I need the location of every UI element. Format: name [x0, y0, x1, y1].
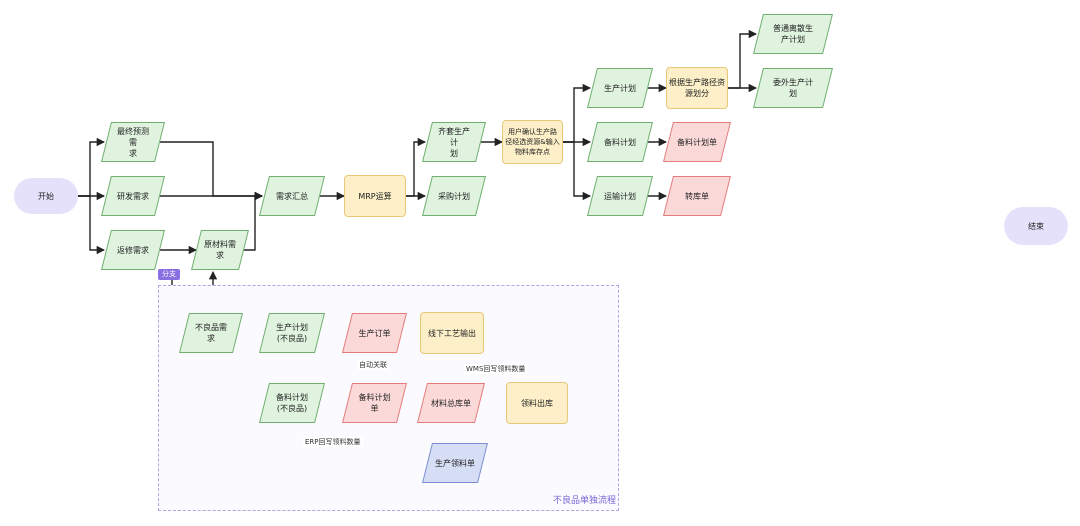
- edge-raw-summary: [244, 191, 264, 251]
- start-node[interactable]: 开始: [14, 178, 78, 214]
- edge-confirm-prod: [563, 83, 592, 143]
- demand-summary-label: 需求汇总: [276, 191, 308, 201]
- general-discrete-plan-node[interactable]: 普通离散生 产计划: [753, 14, 833, 54]
- end-label: 结束: [1028, 221, 1044, 231]
- mrp-label: MRP运算: [358, 191, 392, 201]
- material-plan-doc-node[interactable]: 备料计划单: [663, 122, 731, 162]
- offline-process-label: 线下工艺输出: [428, 328, 476, 338]
- outsourced-plan-node[interactable]: 委外生产计 划: [753, 68, 833, 108]
- defect-material-plan-node[interactable]: 备料计划 (不良品): [259, 383, 325, 423]
- split-by-path-node[interactable]: 根据生产路径资 源划分: [666, 67, 728, 109]
- defect-production-plan-label: 生产计划 (不良品): [276, 323, 308, 343]
- raw-material-demand-label: 原材料需求: [204, 240, 236, 260]
- transport-plan-node[interactable]: 运输计划: [587, 176, 653, 216]
- general-discrete-plan-label: 普通离散生 产计划: [773, 24, 813, 44]
- auto-link-label: 自动关联: [357, 360, 389, 370]
- defect-material-plan-label: 备料计划 (不良品): [276, 393, 308, 413]
- defect-production-plan-node[interactable]: 生产计划 (不良品): [259, 313, 325, 353]
- material-plan-doc-2-node[interactable]: 备料计划单: [342, 383, 407, 423]
- mrp-node[interactable]: MRP运算: [344, 175, 406, 217]
- repair-demand-label: 返修需求: [117, 245, 149, 255]
- purchase-plan-node[interactable]: 采购计划: [422, 176, 486, 216]
- purchase-plan-label: 采购计划: [438, 191, 470, 201]
- group-title: 不良品单独流程: [552, 496, 616, 506]
- final-forecast-label: 最终预测需 求: [117, 126, 149, 158]
- repair-demand-node[interactable]: 返修需求: [101, 230, 165, 270]
- transfer-doc-label: 转库单: [685, 191, 709, 201]
- edge-start-repair: [78, 195, 106, 255]
- production-plan-complete-label: 齐套生产计 划: [438, 126, 470, 158]
- production-order-label: 生产订单: [358, 328, 391, 338]
- offline-process-node[interactable]: 线下工艺输出: [420, 312, 484, 354]
- material-plan-doc-label: 备料计划单: [677, 137, 717, 147]
- production-pick-doc-label: 生产领料单: [435, 458, 475, 468]
- split-by-path-label: 根据生产路径资 源划分: [669, 78, 725, 98]
- confirm-path-node[interactable]: 用户确认生产路 径经选资源&输入 物料库存点: [502, 120, 563, 164]
- group-tag: 分支: [158, 269, 180, 280]
- edge-start-forecast: [78, 137, 106, 197]
- start-label: 开始: [38, 191, 54, 201]
- raw-material-demand-node[interactable]: 原材料需求: [191, 230, 249, 270]
- production-pick-doc-node[interactable]: 生产领料单: [422, 443, 488, 483]
- transfer-doc-node[interactable]: 转库单: [663, 176, 731, 216]
- rd-demand-label: 研发需求: [117, 191, 149, 201]
- material-plan-doc-2-label: 备料计划单: [358, 393, 391, 413]
- erp-return-label: ERP回写领料数量: [303, 437, 363, 447]
- material-transfer-doc-label: 材料总库单: [431, 398, 471, 408]
- production-plan-label: 生产计划: [604, 83, 636, 93]
- final-forecast-node[interactable]: 最终预测需 求: [101, 122, 165, 162]
- rd-demand-node[interactable]: 研发需求: [101, 176, 165, 216]
- material-issue-label: 领料出库: [521, 398, 553, 408]
- production-order-node[interactable]: 生产订单: [342, 313, 407, 353]
- edge-split-general: [728, 29, 758, 89]
- defect-demand-label: 不良品需求: [195, 323, 227, 343]
- edge-forecast-summary: [160, 141, 264, 201]
- material-issue-node[interactable]: 领料出库: [506, 382, 568, 424]
- edge-mrp-complete: [406, 137, 427, 197]
- outsourced-plan-label: 委外生产计 划: [773, 78, 813, 98]
- edge-confirm-transport: [563, 141, 592, 201]
- production-plan-node[interactable]: 生产计划: [587, 68, 653, 108]
- end-node[interactable]: 结束: [1004, 207, 1068, 245]
- demand-summary-node[interactable]: 需求汇总: [259, 176, 325, 216]
- production-plan-complete-node[interactable]: 齐套生产计 划: [422, 122, 486, 162]
- confirm-path-label: 用户确认生产路 径经选资源&输入 物料库存点: [505, 128, 560, 156]
- transport-plan-label: 运输计划: [604, 191, 636, 201]
- material-plan-label: 备料计划: [604, 137, 636, 147]
- material-plan-node[interactable]: 备料计划: [587, 122, 653, 162]
- material-transfer-doc-node[interactable]: 材料总库单: [417, 383, 485, 423]
- defect-demand-node[interactable]: 不良品需求: [179, 313, 243, 353]
- wms-return-label: WMS回写领料数量: [464, 364, 528, 374]
